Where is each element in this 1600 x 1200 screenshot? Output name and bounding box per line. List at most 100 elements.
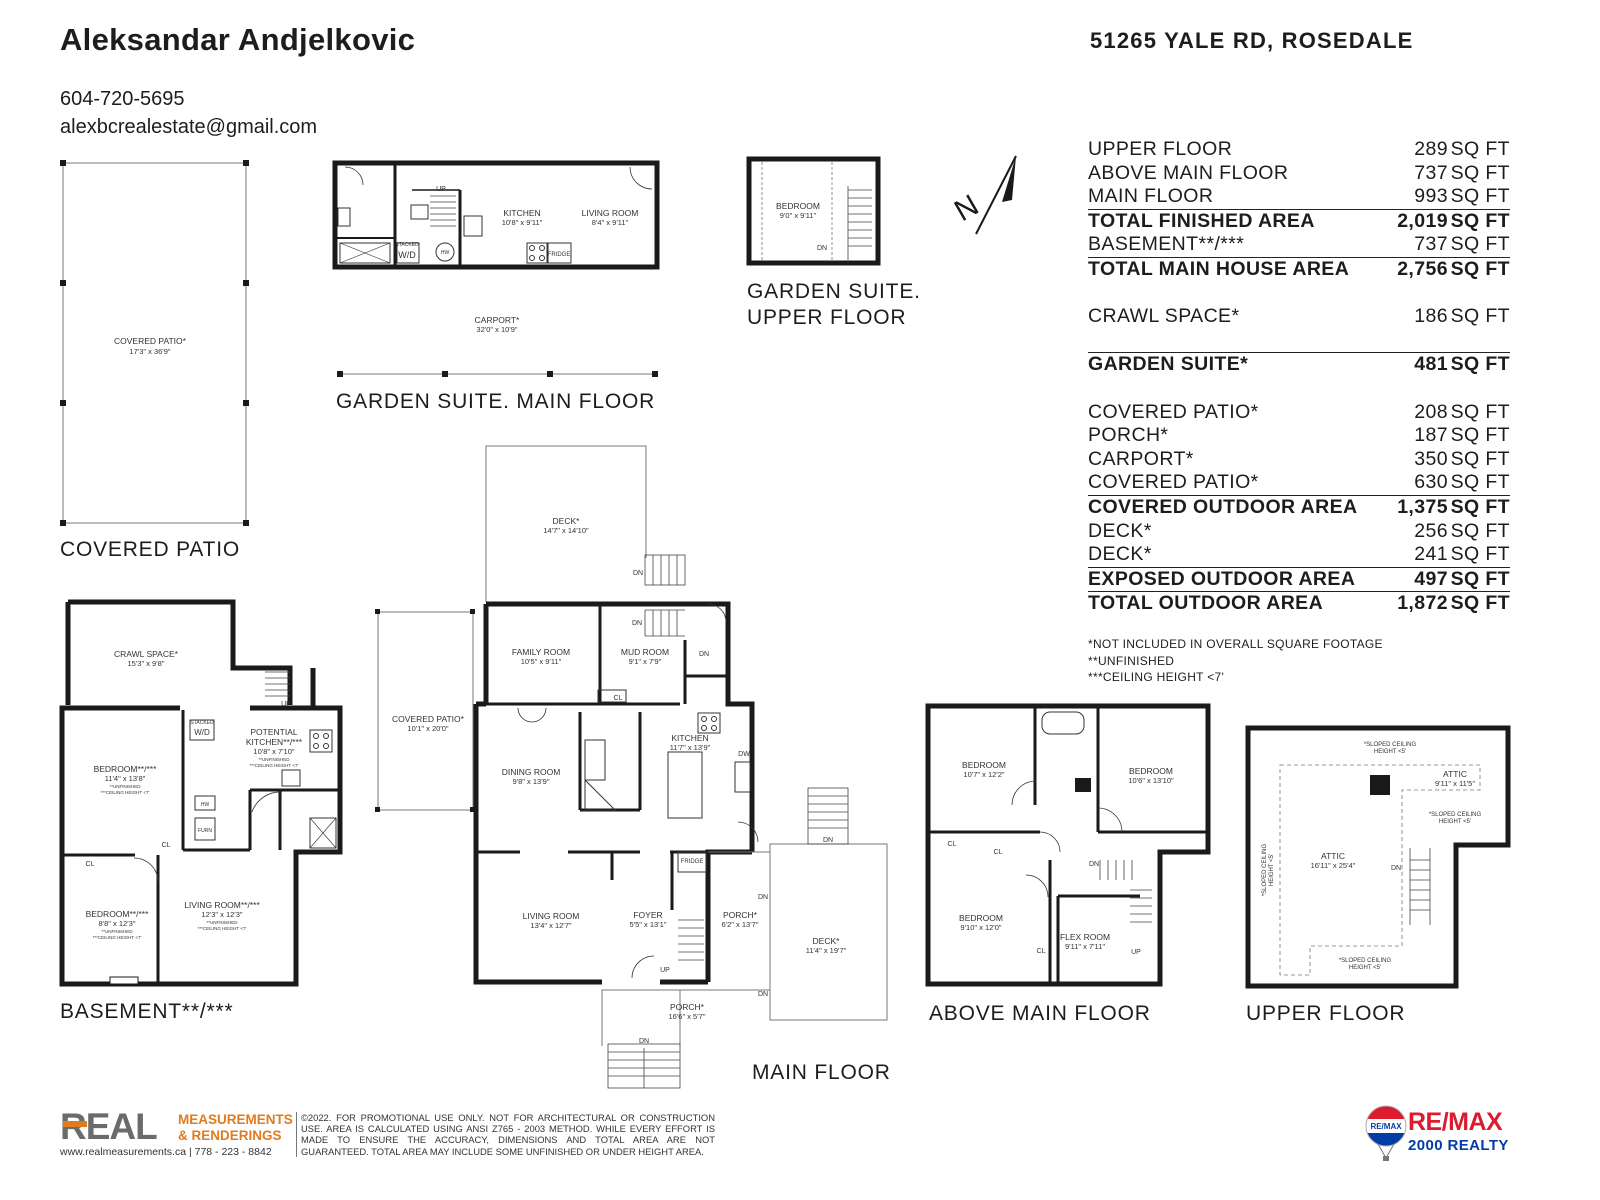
remax-office-name: 2000 REALTY (1408, 1137, 1509, 1154)
area-unit: SQ FT (1450, 185, 1510, 208)
renderings-text: & RENDERINGS (178, 1128, 282, 1143)
dn-label: DN (817, 245, 827, 252)
area-value: 993 (1414, 185, 1448, 208)
room-dim: 14'7" x 14'10" (543, 526, 589, 535)
property-address: 51265 YALE RD, ROSEDALE (1090, 28, 1414, 53)
area-value: 241 (1414, 543, 1448, 566)
real-measurements-logo: REAL (60, 1108, 158, 1144)
room-name: KITCHEN (671, 733, 708, 743)
room-note: **UNFINISHED (206, 920, 238, 925)
area-unit: SQ FT (1450, 161, 1510, 184)
fridge-label: FRIDGE (681, 859, 704, 865)
room-dim: 11'4" x 13'8" (105, 774, 146, 783)
area-label: TOTAL MAIN HOUSE AREA (1088, 257, 1350, 280)
area-unit: SQ FT (1450, 543, 1510, 566)
slope-note: *SLOPED CEILING (1364, 742, 1417, 748)
room-name: BEDROOM (962, 760, 1006, 770)
agent-email: alexbcrealestate@gmail.com (60, 116, 318, 138)
stacked-label: STACKED (190, 720, 214, 726)
room-name: LIVING ROOM**/*** (184, 900, 260, 910)
dn-label: DN (639, 1038, 649, 1045)
area-label: CRAWL SPACE* (1088, 305, 1240, 328)
footnote: *NOT INCLUDED IN OVERALL SQUARE FOOTAGE (1088, 637, 1383, 651)
plan-label-above-main: ABOVE MAIN FLOOR (929, 1002, 1151, 1025)
area-label: COVERED PATIO* (1088, 400, 1259, 423)
area-value: 497 (1414, 567, 1448, 590)
area-unit: SQ FT (1450, 209, 1510, 232)
area-unit: SQ FT (1450, 400, 1510, 423)
area-value: 1,375 (1397, 495, 1448, 518)
room-name: ATTIC (1321, 851, 1345, 861)
dn-label: DN (1089, 861, 1099, 868)
plan-label-upper-floor: UPPER FLOOR (1246, 1002, 1406, 1025)
area-value: 186 (1414, 305, 1448, 328)
room-dim: 10'1" x 20'0" (407, 724, 448, 733)
closet-label: CL (86, 861, 95, 868)
agent-phone: 604-720-5695 (60, 88, 185, 110)
area-unit: SQ FT (1450, 233, 1510, 256)
room-name: DECK* (813, 936, 841, 946)
plan-label-covered-patio: COVERED PATIO (60, 538, 240, 561)
up-label: UP (281, 701, 291, 708)
plan-label-garden-upper-line1: GARDEN SUITE. (747, 280, 921, 303)
room-name: BEDROOM**/*** (86, 909, 150, 919)
area-label: GARDEN SUITE* (1088, 353, 1249, 376)
closet-label: CL (948, 841, 957, 848)
room-note: ***CEILING HEIGHT <7' (101, 790, 150, 795)
area-unit: SQ FT (1450, 471, 1510, 494)
area-unit: SQ FT (1450, 592, 1510, 615)
room-dim: 10'8" x 7'10" (253, 747, 294, 756)
room-dim: 10'8" x 9'11" (502, 218, 543, 227)
area-unit: SQ FT (1450, 424, 1510, 447)
footnotes: *NOT INCLUDED IN OVERALL SQUARE FOOTAGE … (1088, 636, 1383, 686)
room-dim: 9'10" x 12'0" (960, 923, 1001, 932)
area-label: TOTAL FINISHED AREA (1088, 209, 1315, 232)
area-value: 289 (1414, 138, 1448, 160)
room-name: KITCHEN (503, 208, 540, 218)
slope-note: HEIGHT <5' (1349, 965, 1381, 971)
area-unit: SQ FT (1450, 519, 1510, 542)
room-note: ***CEILING HEIGHT <7' (93, 935, 142, 940)
room-name: LIVING ROOM (582, 208, 639, 218)
room-name: MUD ROOM (621, 647, 669, 657)
dn-label: DN (633, 570, 643, 577)
area-unit: SQ FT (1450, 257, 1510, 280)
room-dim: 9'11" x 11'5" (1435, 779, 1475, 788)
closet-label: CL (162, 842, 171, 849)
up-label: UP (436, 186, 446, 193)
plan-label-basement: BASEMENT**/*** (60, 1000, 234, 1023)
dn-label: DN (699, 651, 709, 658)
room-dim: 9'1" x 7'9" (629, 657, 662, 666)
slope-note: HEIGHT <5' (1269, 854, 1275, 886)
room-name: ATTIC (1443, 769, 1467, 779)
plan-label-main-floor: MAIN FLOOR (752, 1061, 891, 1084)
slope-note: *SLOPED CEILING (1262, 843, 1268, 896)
room-dim: 32'0" x 10'9" (476, 325, 517, 334)
area-unit: SQ FT (1450, 567, 1510, 590)
remax-brand-text: RE/MAX (1408, 1108, 1503, 1136)
agent-name: Aleksandar Andjelkovic (60, 22, 416, 57)
covered-patio-plan: COVERED PATIO* 17'3" x 36'9" (60, 160, 249, 526)
real-website[interactable]: www.realmeasurements.ca | 778 - 223 - 88… (60, 1146, 272, 1158)
room-note: **UNFINISHED (101, 929, 133, 934)
room-name: COVERED PATIO* (392, 714, 465, 724)
footnote: **UNFINISHED (1088, 653, 1175, 668)
room-dim: 5'5" x 13'1" (630, 920, 667, 929)
area-label: ABOVE MAIN FLOOR (1088, 161, 1289, 184)
area-value: 630 (1414, 471, 1448, 494)
room-name: PORCH* (723, 910, 758, 920)
garden-suite-main-plan: UP STACKED W/D HW FRIDGE KITCHEN 10'8" x… (332, 160, 660, 377)
room-name: LIVING ROOM (523, 911, 580, 921)
room-name: FLEX ROOM (1060, 932, 1110, 942)
